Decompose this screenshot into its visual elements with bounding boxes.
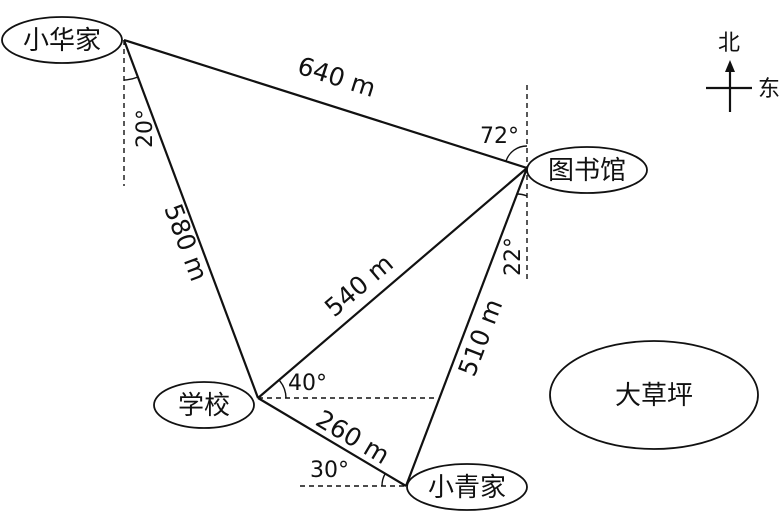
angle-school: 40° bbox=[288, 371, 327, 396]
route-school-library bbox=[257, 167, 528, 399]
school-angle-arc bbox=[278, 379, 287, 399]
library-oval bbox=[526, 146, 648, 194]
route-xiaohua-school bbox=[122, 39, 260, 399]
angle-library-top: 72° bbox=[480, 124, 519, 149]
xiaohua-angle-arc bbox=[123, 76, 139, 81]
north-arrow-icon bbox=[725, 60, 735, 72]
school-label: 学校 bbox=[178, 391, 230, 421]
lawn-oval bbox=[549, 340, 759, 450]
compass-east-label: 东 bbox=[758, 77, 780, 102]
route-library-xiaoqing bbox=[404, 167, 529, 487]
library-top-angle-arc bbox=[505, 145, 528, 162]
library-bottom-angle-arc bbox=[516, 193, 528, 197]
xiaohua-label: 小华家 bbox=[23, 26, 101, 56]
compass: 北 东 bbox=[706, 31, 780, 112]
route-xiaohua-library bbox=[123, 38, 528, 170]
angle-xiaoqing: 30° bbox=[310, 458, 349, 483]
lawn-label: 大草坪 bbox=[615, 381, 693, 411]
place-lawn: 大草坪 bbox=[549, 340, 759, 450]
school-oval bbox=[153, 381, 255, 429]
distance-xiaohua-school: 580 m bbox=[158, 200, 213, 285]
route-school-xiaoqing bbox=[257, 397, 407, 487]
xiaoqing-angle-arc bbox=[381, 473, 386, 487]
place-library: 图书馆 bbox=[526, 146, 648, 194]
place-xiaohua: 小华家 bbox=[1, 16, 123, 64]
compass-north-label: 北 bbox=[718, 31, 740, 56]
place-xiaoqing: 小青家 bbox=[406, 463, 528, 511]
xiaoqing-label: 小青家 bbox=[428, 473, 506, 503]
library-label: 图书馆 bbox=[548, 156, 626, 186]
xiaohua-oval bbox=[1, 16, 123, 64]
angle-xiaohua: 20° bbox=[133, 109, 158, 148]
distance-library-xiaoqing: 510 m bbox=[453, 295, 509, 380]
xiaoqing-oval bbox=[406, 463, 528, 511]
angle-library-bottom: 22° bbox=[501, 237, 526, 276]
place-school: 学校 bbox=[153, 381, 255, 429]
distance-xiaohua-library: 640 m bbox=[294, 51, 379, 103]
